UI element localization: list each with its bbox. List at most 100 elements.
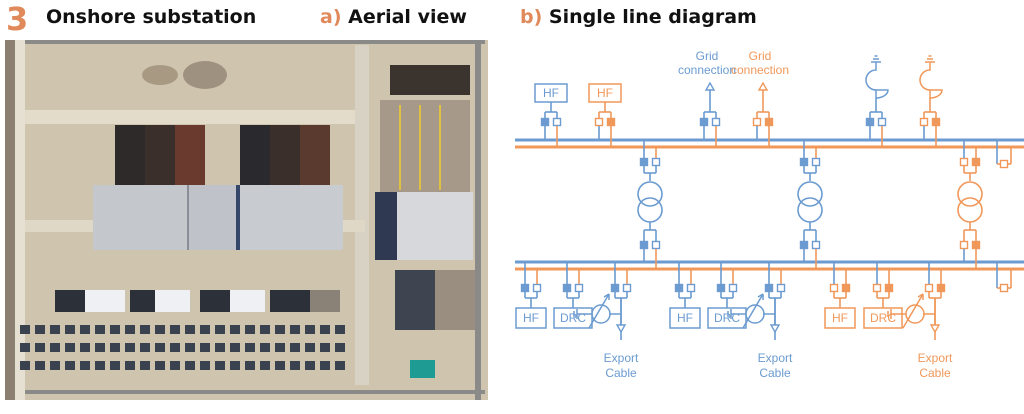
breaker-symbol [716, 283, 726, 293]
reactor-unit [215, 343, 225, 352]
breaker-symbol [651, 157, 661, 167]
breaker-symbol [552, 117, 562, 127]
breaker-symbol [606, 117, 616, 127]
breaker-symbol [764, 117, 774, 127]
drc-label: DRC [560, 311, 586, 325]
reactor-unit [335, 325, 345, 334]
hf-filter-label: HF [597, 86, 613, 100]
reactor-unit [245, 361, 255, 370]
reactor-unit [275, 325, 285, 334]
hf-filter-box [534, 83, 568, 103]
reactor-unit [230, 343, 240, 352]
breaker-symbol [639, 157, 649, 167]
reactor-unit [170, 361, 180, 370]
export-cable-label: Cable [605, 366, 637, 380]
reactor-unit [110, 343, 120, 352]
reactor-unit [35, 343, 45, 352]
reactor-unit [50, 325, 60, 334]
breaker-symbol [686, 283, 696, 293]
panel-a-heading: a) Aerial view [320, 6, 467, 28]
reactor-unit [200, 325, 210, 334]
breaker-symbol [699, 117, 709, 127]
export-arrow-icon [769, 324, 781, 334]
reactor-unit [320, 343, 330, 352]
export-cable-label: Export [758, 351, 793, 365]
reactor-unit [20, 361, 30, 370]
breaker-symbol [811, 157, 821, 167]
bus-tie-breaker [999, 159, 1009, 169]
reactor-unit [290, 343, 300, 352]
drc-label: DRC [714, 311, 740, 325]
panel-b-heading: b) Single line diagram [520, 6, 757, 28]
reactor-unit [80, 361, 90, 370]
panel-a-title: Aerial view [348, 6, 467, 28]
variable-arrowhead [603, 293, 610, 300]
reactor-unit [200, 343, 210, 352]
transformer-winding [637, 197, 663, 223]
breaker-symbol [865, 117, 875, 127]
reactor-unit [305, 361, 315, 370]
reactor-unit [335, 361, 345, 370]
breaker-symbol [520, 283, 530, 293]
reactor-unit [140, 343, 150, 352]
export-cable-label: Export [604, 351, 639, 365]
hf-filter-label: HF [677, 311, 693, 325]
export-cable-label: Cable [759, 366, 791, 380]
variable-arrow [902, 293, 924, 329]
filter-box [824, 307, 856, 329]
compensation-arc [919, 62, 931, 91]
reactor-unit [200, 361, 210, 370]
breaker-symbol [799, 157, 809, 167]
breaker-symbol [594, 117, 604, 127]
breaker-symbol [919, 117, 929, 127]
export-cable-label: Cable [919, 366, 951, 380]
filter-box [669, 307, 701, 329]
reactor-unit [80, 343, 90, 352]
export-arrow-icon [929, 324, 941, 334]
reactor-unit [230, 361, 240, 370]
reactor-unit [170, 343, 180, 352]
reactor-unit [125, 343, 135, 352]
reactor-unit [185, 361, 195, 370]
breaker-symbol [931, 117, 941, 127]
breaker-symbol [884, 283, 894, 293]
bus-tie-breaker [999, 283, 1009, 293]
reactor-unit [320, 361, 330, 370]
reactor-unit [245, 343, 255, 352]
breaker-symbol [959, 240, 969, 250]
drc-label: DRC [870, 311, 896, 325]
reactor-rows [20, 325, 345, 370]
export-cable-label: Export [918, 351, 953, 365]
breaker-symbol [562, 283, 572, 293]
panel-b-letter: b) [520, 6, 543, 28]
aerial-photo-drawing [5, 40, 488, 400]
transformer-winding [637, 181, 663, 207]
grid-connection-label: Grid [749, 49, 772, 63]
breaker-symbol [674, 283, 684, 293]
reactor-unit [50, 361, 60, 370]
reactor-unit [65, 343, 75, 352]
figure-number: 3 [6, 0, 29, 38]
breaker-symbol [764, 283, 774, 293]
figure-title: Onshore substation [46, 6, 257, 28]
reactor-unit [95, 361, 105, 370]
reactor-unit [140, 361, 150, 370]
reactor-unit [65, 325, 75, 334]
compensation-symbol [875, 89, 889, 99]
filter-box [553, 307, 593, 329]
breaker-symbol [639, 240, 649, 250]
reactor-unit [35, 325, 45, 334]
breaker-symbol [728, 283, 738, 293]
breaker-symbol [924, 283, 934, 293]
reactor-unit [245, 325, 255, 334]
transformer-winding [957, 197, 983, 223]
grid-connection-label: Grid [696, 49, 719, 63]
reactor-unit [155, 361, 165, 370]
reactor-unit [185, 325, 195, 334]
breaker-symbol [959, 157, 969, 167]
filter-box [515, 307, 547, 329]
breaker-symbol [829, 283, 839, 293]
reactor-unit [305, 325, 315, 334]
reactor-unit [20, 343, 30, 352]
